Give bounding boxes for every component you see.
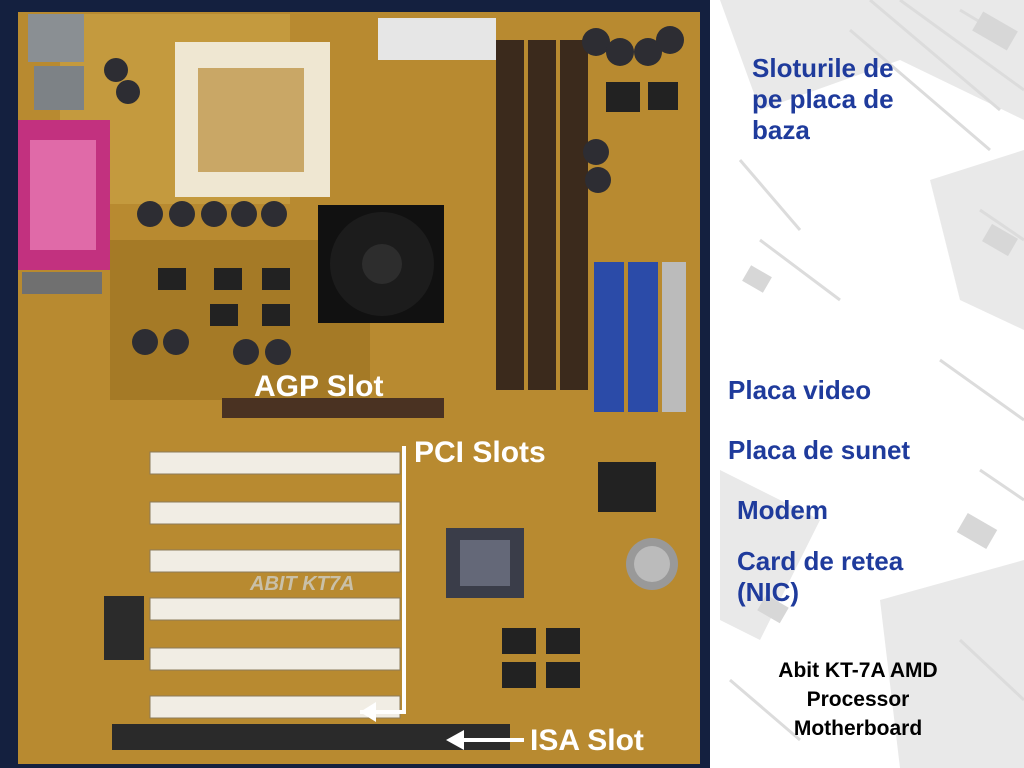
photo-caption: Abit KT-7A AMD Processor Motherboard	[778, 659, 938, 740]
label-video-card: Placa video	[728, 375, 872, 405]
motherboard-photo: AGP Slot PCI Slots ISA Slot ABIT KT7A	[0, 0, 710, 768]
label-sound-card: Placa de sunet	[728, 435, 911, 465]
isa-slot-callout: ISA Slot	[530, 724, 644, 757]
board-model-mark: ABIT KT7A	[249, 573, 354, 595]
label-network-card: Card de retea (NIC)	[737, 546, 904, 607]
label-modem: Modem	[737, 495, 828, 525]
pci-slots-callout: PCI Slots	[414, 436, 546, 469]
slide-heading: Sloturile de pe placa de baza	[752, 53, 894, 145]
agp-slot-callout: AGP Slot	[254, 370, 383, 403]
